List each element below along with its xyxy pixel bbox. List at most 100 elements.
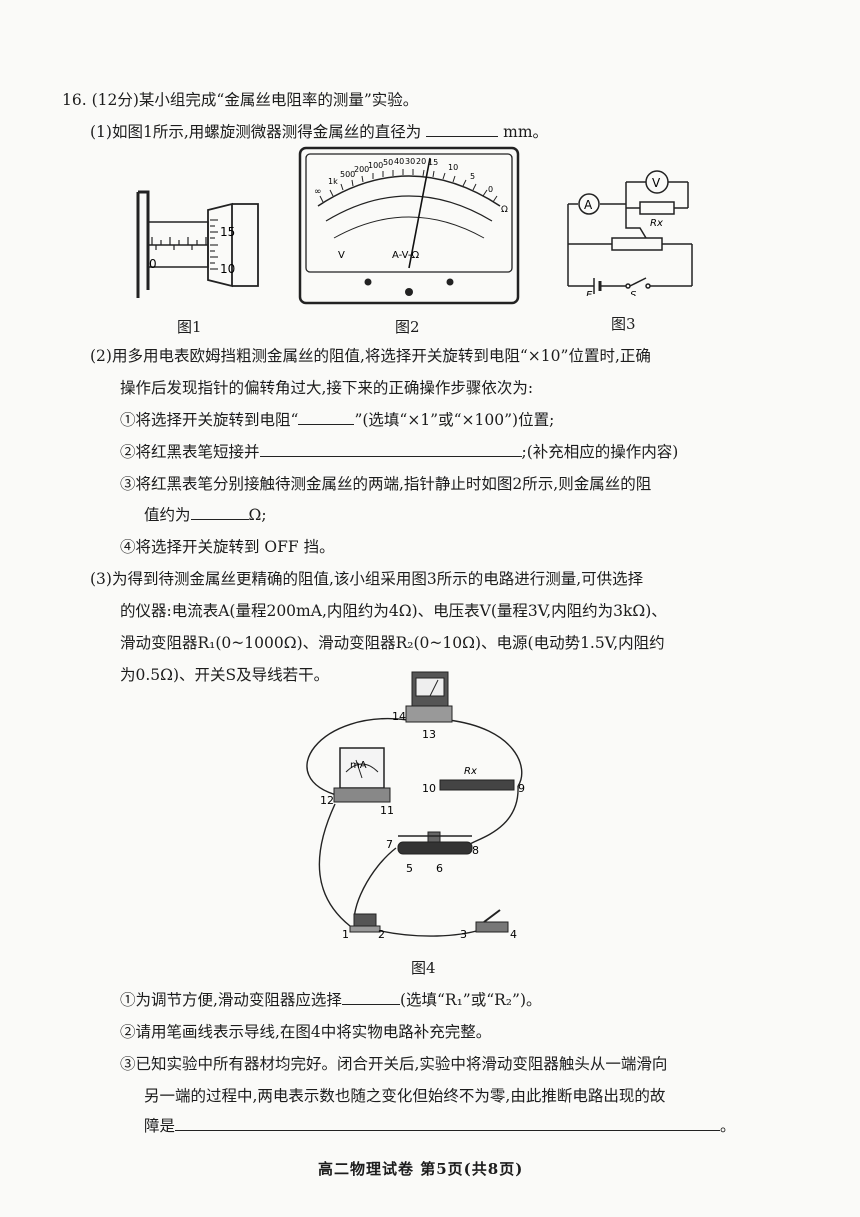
resistance-answer-blank[interactable] <box>190 505 249 520</box>
figure4-physical-circuit: 14 13 mA 12 11 Rx 10 9 7 8 5 6 <box>280 668 560 952</box>
terminal-7: 7 <box>386 838 393 851</box>
terminal-3: 3 <box>460 928 467 941</box>
ohm-symbol: Ω <box>501 205 508 215</box>
ohm-scale-15: 15 <box>428 158 438 167</box>
ohm-scale-500: 500 <box>340 170 355 179</box>
question-q2: ②请用笔画线表示导线,在图4中将实物电路补充完整。 <box>120 1023 492 1041</box>
voltmeter-letter: V <box>652 176 661 190</box>
figure3-circuit: A V Rx E S <box>556 166 706 301</box>
wire-13-9 <box>447 719 523 787</box>
meter-mode-label: A-V-Ω <box>392 250 420 261</box>
zero-adjust-answer-blank[interactable] <box>259 442 522 457</box>
ohm-scale-5: 5 <box>470 172 475 181</box>
ohm-scale-infinity: ∞ <box>314 187 322 197</box>
step1-options: ”(选填“×1”或“×100”)位置; <box>354 411 555 429</box>
meter-left-label: V <box>338 250 345 261</box>
q1-text: ①为调节方便,滑动变阻器应选择 <box>120 991 342 1009</box>
switch-label: S <box>630 290 637 296</box>
ohm-scale-0: 0 <box>488 185 493 194</box>
ammeter-letter: A <box>584 198 593 212</box>
terminal-13: 13 <box>422 728 436 741</box>
wire-12-1 <box>318 803 351 927</box>
question-q3-line2: 另一端的过程中,两电表示数也随之变化但始终不为零,由此推断电路出现的故 <box>144 1087 666 1105</box>
wire-14-12 <box>306 717 409 797</box>
terminal-1: 1 <box>342 928 349 941</box>
terminal-5: 5 <box>406 862 413 875</box>
part2-step2: ②将红黑表笔短接并 ;(补充相应的操作内容) <box>120 442 678 462</box>
part3-line1: (3)为得到待测金属丝更精确的阻值,该小组采用图3所示的电路进行测量,可供选择 <box>90 570 644 588</box>
rx-label: Rx <box>650 218 663 229</box>
switch-device <box>475 909 509 933</box>
battery-label: E <box>586 290 593 296</box>
ohm-scale-100: 100 <box>368 161 383 170</box>
figure1-micrometer: 0 15 10 <box>130 190 275 304</box>
ohm-scale-200: 200 <box>354 165 369 174</box>
part3-line4: 为0.5Ω)、开关S及导线若干。 <box>120 666 330 684</box>
q1-options: (选填“R₁”或“R₂”)。 <box>399 991 542 1009</box>
question-number: 16. <box>62 91 87 109</box>
fault-answer-blank[interactable] <box>175 1116 721 1131</box>
terminal-14: 14 <box>392 710 406 723</box>
rx-wire-board <box>439 779 515 791</box>
question-stem-text: (12分)某小组完成“金属丝电阻率的测量”实验。 <box>91 91 419 109</box>
part1-line: (1)如图1所示,用螺旋测微器测得金属丝的直径为 mm。 <box>90 122 548 142</box>
rheostat-device <box>397 831 473 855</box>
diameter-answer-blank[interactable] <box>426 122 499 137</box>
question-q3-line1: ③已知实验中所有器材均完好。闭合开关后,实验中将滑动变阻器触头从一端滑向 <box>120 1055 668 1073</box>
part1-text: (1)如图1所示,用螺旋测微器测得金属丝的直径为 <box>90 123 422 141</box>
part3-line2: 的仪器:电流表A(量程200mA,内阻约为4Ω)、电压表V(量程3V,内阻约为3… <box>120 602 667 620</box>
step2-text: ②将红黑表笔短接并 <box>120 443 260 461</box>
meter-needle <box>408 157 431 269</box>
voltmeter-device <box>405 671 453 723</box>
ohm-scale-10: 10 <box>448 163 458 172</box>
part2-intro-line2: 操作后发现指针的偏转角过大,接下来的正确操作步骤依次为: <box>120 379 534 397</box>
page-footer: 高二物理试卷 第5页(共8页) <box>318 1160 524 1178</box>
part3-line3: 滑动变阻器R₁(0~1000Ω)、滑动变阻器R₂(0~10Ω)、电源(电动势1.… <box>120 634 665 652</box>
milliammeter-label: mA <box>350 760 367 771</box>
terminal-6: 6 <box>436 862 443 875</box>
wire-9-8 <box>469 785 519 845</box>
terminal-10: 10 <box>422 782 436 795</box>
figure1-caption: 图1 <box>177 318 202 336</box>
milliammeter-device <box>333 747 391 803</box>
ohm-scale-1k: 1k <box>328 177 338 186</box>
q3-text: 障是 <box>144 1117 176 1135</box>
terminal-12: 12 <box>320 794 334 807</box>
ammeter-symbol <box>578 193 600 215</box>
wire-2-3 <box>375 929 481 937</box>
main-scale-label-0: 0 <box>149 257 157 271</box>
thimble-label-15: 15 <box>220 225 235 239</box>
ohm-scale-50: 50 <box>383 158 393 167</box>
question-q1: ①为调节方便,滑动变阻器应选择 (选填“R₁”或“R₂”)。 <box>120 990 542 1010</box>
rheostat-answer-blank[interactable] <box>341 990 400 1005</box>
step3-unit: Ω; <box>248 506 267 524</box>
part2-step4: ④将选择开关旋转到 OFF 挡。 <box>120 538 335 556</box>
rx-device-label: Rx <box>464 766 477 777</box>
terminal-4: 4 <box>510 928 517 941</box>
figure3-caption: 图3 <box>611 315 636 333</box>
terminal-2: 2 <box>378 928 385 941</box>
step3-text: 值约为 <box>144 506 191 524</box>
figure4-caption: 图4 <box>411 959 436 977</box>
voltmeter-symbol <box>645 170 669 194</box>
terminal-11: 11 <box>380 804 394 817</box>
terminal-8: 8 <box>472 844 479 857</box>
figure2-multimeter: ∞ 1k 500 200 100 50 40 30 20 15 10 5 0 Ω… <box>298 146 520 310</box>
part2-step1: ①将选择开关旋转到电阻“ ”(选填“×1”或“×100”)位置; <box>120 410 554 430</box>
step1-text: ①将选择开关旋转到电阻“ <box>120 411 299 429</box>
step2-hint: ;(补充相应的操作内容) <box>521 443 679 461</box>
ohm-scale-40: 40 <box>394 157 404 166</box>
question-stem: 16. (12分)某小组完成“金属丝电阻率的测量”实验。 <box>62 90 418 110</box>
thimble-label-10: 10 <box>220 262 235 276</box>
terminal-9: 9 <box>518 782 525 795</box>
part2-step3-line1: ③将红黑表笔分别接触待测金属丝的两端,指针静止时如图2所示,则金属丝的阻 <box>120 475 652 493</box>
part2-intro-line1: (2)用多用电表欧姆挡粗测金属丝的阻值,将选择开关旋转到电阻“×10”位置时,正… <box>90 347 651 365</box>
ohm-scale-20: 20 <box>416 157 426 166</box>
ohm-scale-30: 30 <box>405 157 415 166</box>
range-answer-blank[interactable] <box>298 410 355 425</box>
part1-unit: mm。 <box>503 123 549 141</box>
battery-device <box>349 913 381 933</box>
question-q3-line3: 障是。 <box>144 1116 736 1136</box>
left-screw <box>364 278 372 286</box>
